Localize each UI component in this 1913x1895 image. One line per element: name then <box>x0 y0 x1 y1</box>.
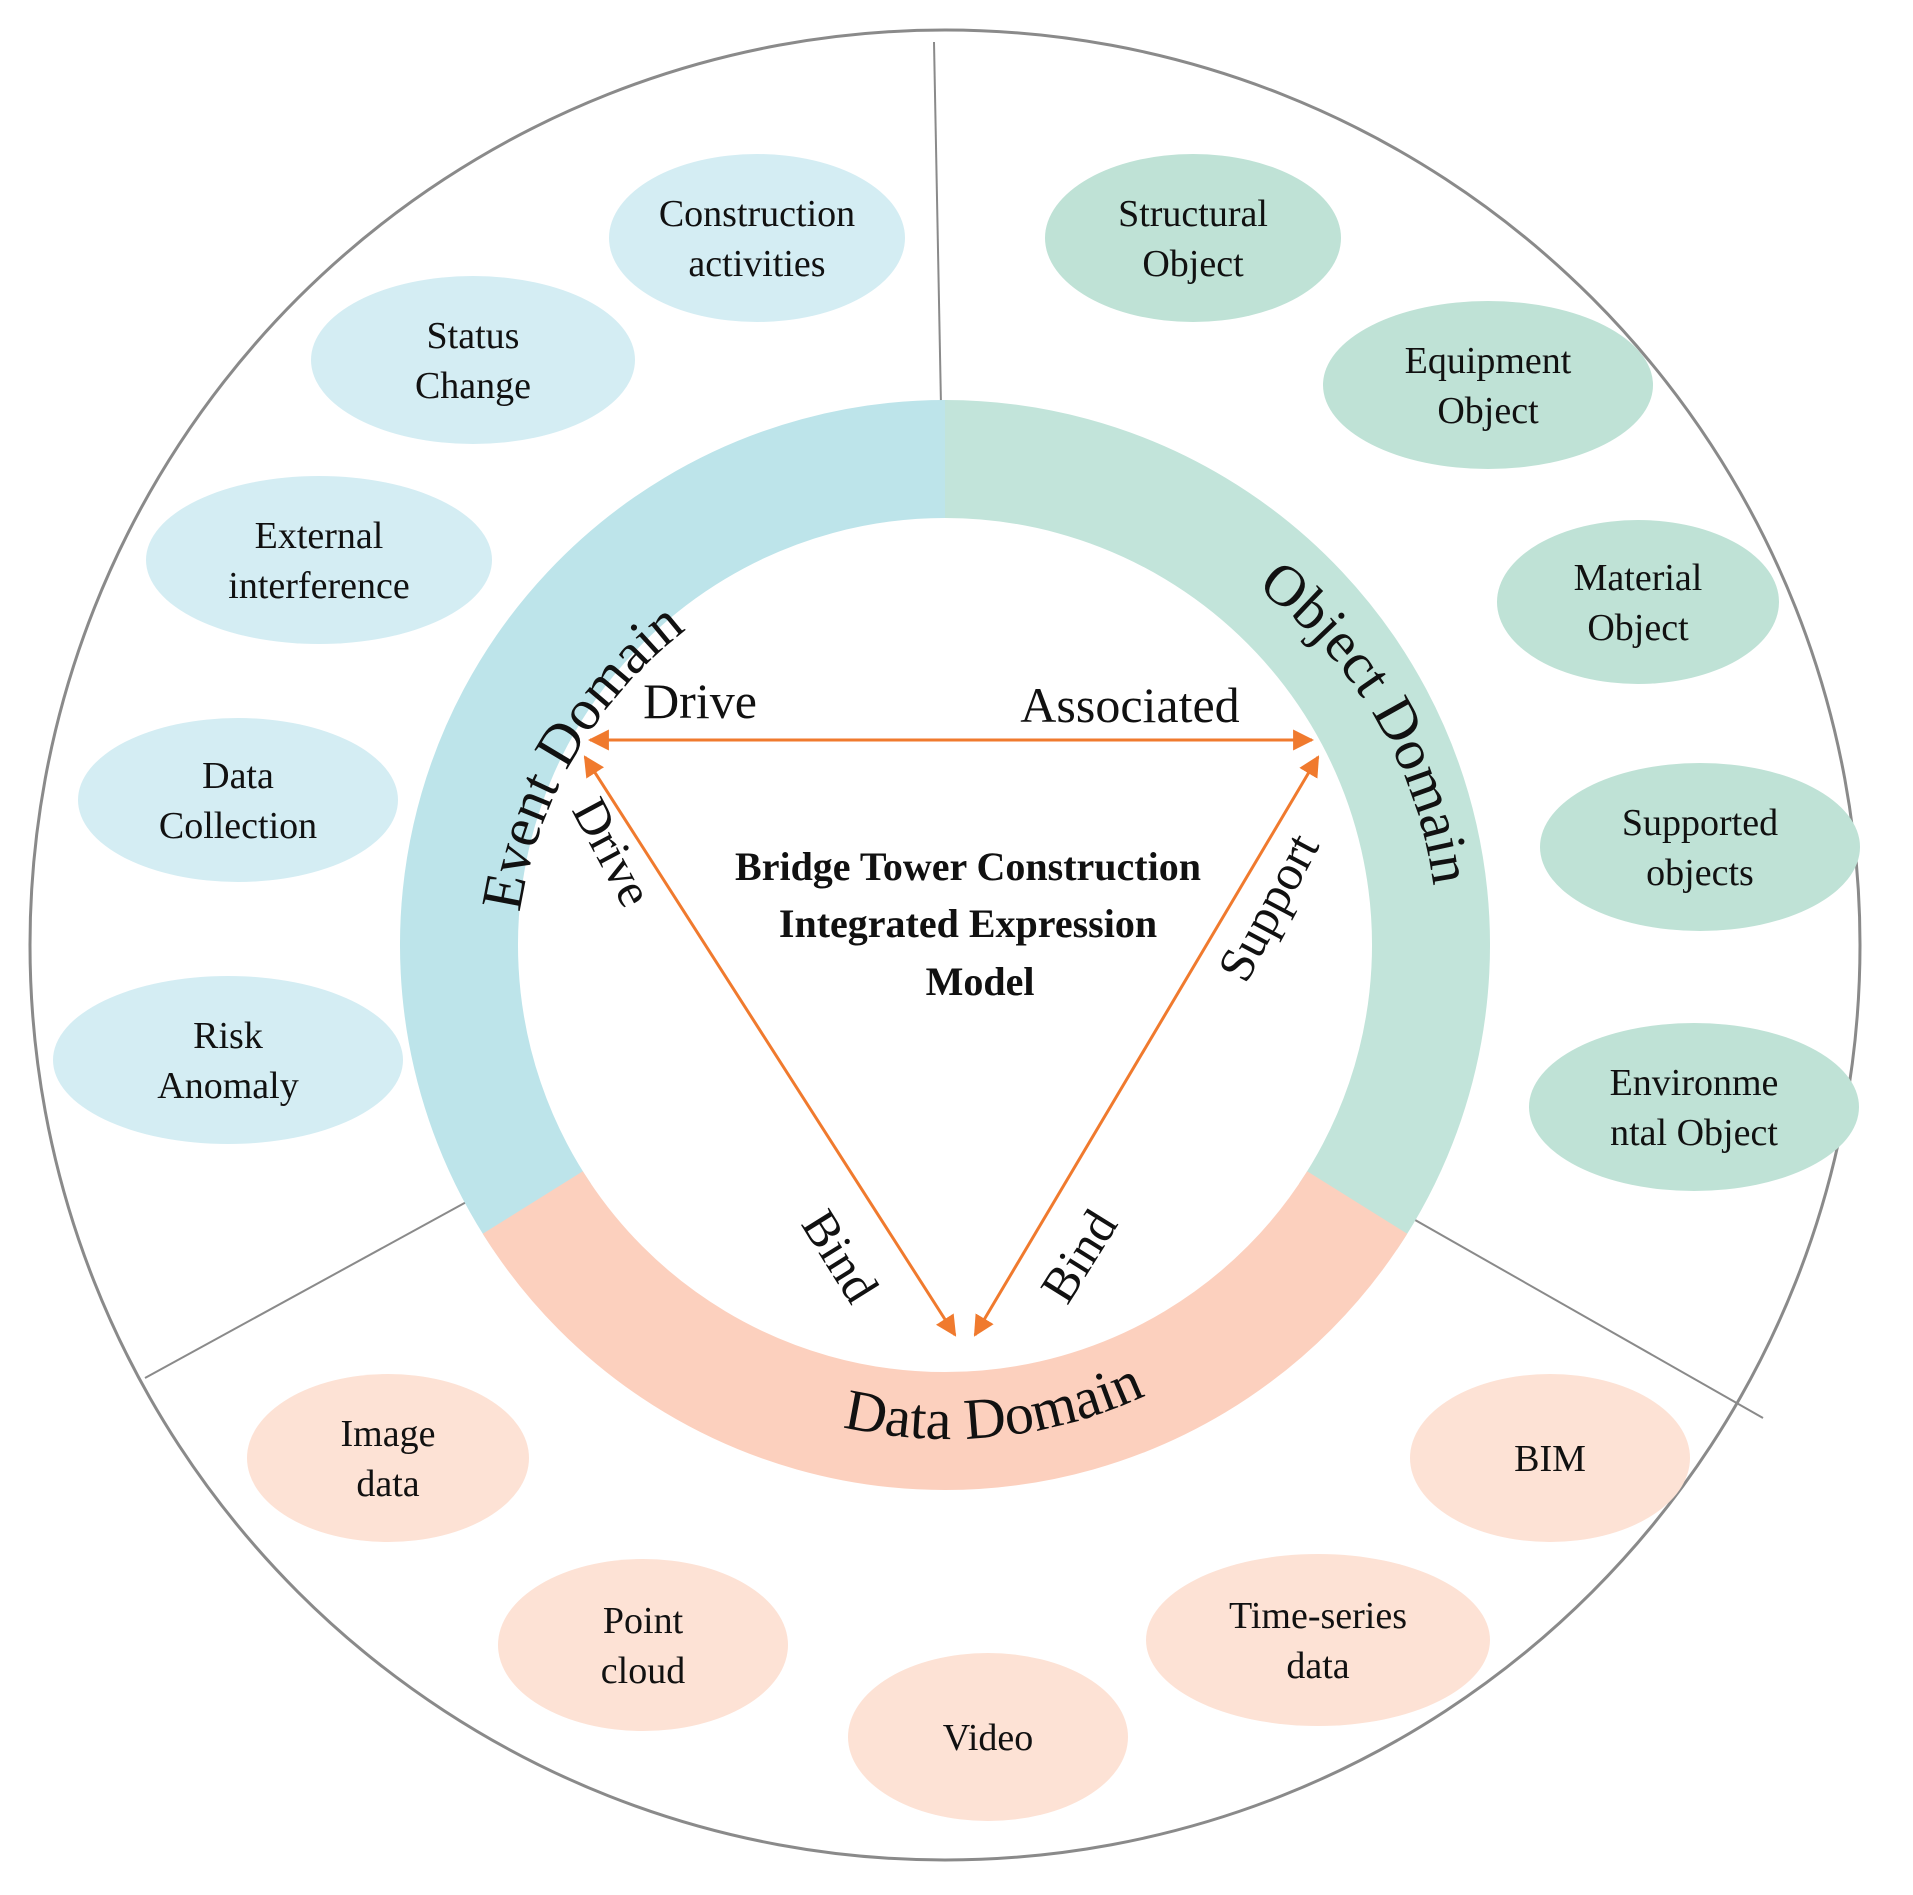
center-title-line: Bridge Tower Construction <box>735 844 1201 889</box>
object-item-label-line: Equipment <box>1405 340 1572 382</box>
data-item-label: Video <box>943 1717 1034 1759</box>
relation-label-associated: Associated <box>1020 677 1239 733</box>
object-item-label-line: objects <box>1646 852 1754 894</box>
data-item-label-line: BIM <box>1514 1438 1586 1480</box>
event-item-bubble <box>609 154 905 322</box>
data-item-label-line: Time-series <box>1229 1595 1407 1637</box>
data-item-bubble <box>1146 1554 1490 1726</box>
event-item-label-line: Anomaly <box>157 1065 298 1107</box>
center-title-line: Model <box>926 959 1035 1004</box>
data-item-label-line: cloud <box>601 1650 685 1692</box>
event-item-label-line: Change <box>415 365 531 407</box>
event-item-label-line: Collection <box>159 805 317 847</box>
data-item-label-line: data <box>1286 1645 1349 1687</box>
data-item: BIM <box>1410 1374 1690 1542</box>
arrow-event-data <box>583 755 957 1337</box>
data-item-label-line: data <box>356 1463 419 1505</box>
event-item: Construction activities <box>609 154 905 322</box>
data-item-label-line: Video <box>943 1717 1034 1759</box>
object-item-label: Supported objects <box>1622 802 1778 894</box>
object-item-label-line: Environme <box>1610 1062 1779 1104</box>
event-item-label-line: Construction <box>659 193 855 235</box>
data-item: Video <box>848 1653 1128 1821</box>
center-title: Bridge Tower Construction Integrated Exp… <box>735 844 1211 1004</box>
data-item-label: Point cloud <box>601 1600 685 1692</box>
event-item-label-line: Risk <box>193 1015 263 1057</box>
event-item-bubble <box>53 976 403 1144</box>
object-item-label: Environme ntal Object <box>1610 1062 1779 1154</box>
event-item-label-line: External <box>255 515 384 557</box>
relation-label-drive-top: Drive <box>643 673 757 729</box>
data-item: Image data <box>247 1374 529 1542</box>
data-item-label-line: Point <box>603 1600 684 1642</box>
data-item-bubble <box>498 1559 788 1731</box>
event-item-bubble <box>78 718 398 882</box>
event-item-label-line: Status <box>427 315 520 357</box>
event-item-label-line: Data <box>202 755 274 797</box>
object-item-bubble <box>1529 1023 1859 1191</box>
object-item-bubble <box>1323 301 1653 469</box>
event-item-label-line: interference <box>228 565 409 607</box>
center-title-line: Integrated Expression <box>779 901 1157 946</box>
data-item-label: BIM <box>1514 1438 1586 1480</box>
data-item-bubble <box>848 1653 1128 1821</box>
object-item-bubble <box>1540 763 1860 931</box>
object-item-label-line: Object <box>1142 243 1244 285</box>
event-item: External interference <box>146 476 492 644</box>
event-item-bubble <box>311 276 635 444</box>
data-item-label: Image data <box>341 1413 436 1505</box>
arrow-object-data <box>973 755 1320 1337</box>
data-item: Point cloud <box>498 1559 788 1731</box>
data-item-label: Time-series data <box>1229 1595 1407 1687</box>
object-item-label-line: Material <box>1574 557 1703 599</box>
data-item: Time-series data <box>1146 1554 1490 1726</box>
event-domain-ring <box>400 400 946 1250</box>
event-item-label: External interference <box>228 515 409 607</box>
object-item-bubble <box>1045 154 1341 322</box>
data-item-label-line: Image <box>341 1413 436 1455</box>
object-item-label-line: Object <box>1587 607 1689 649</box>
object-item: Supported objects <box>1540 763 1860 931</box>
object-domain-ring <box>944 400 1490 1250</box>
object-item-label-line: Object <box>1437 390 1539 432</box>
object-item-label-line: Supported <box>1622 802 1778 844</box>
data-item-bubble <box>1410 1374 1690 1542</box>
event-item-label: Construction activities <box>659 193 855 285</box>
data-item-bubble <box>247 1374 529 1542</box>
object-item-label-line: Structural <box>1118 193 1268 235</box>
object-item: Environme ntal Object <box>1529 1023 1859 1191</box>
divider-lower-right <box>1379 1199 1764 1419</box>
event-item-label-line: activities <box>688 243 825 285</box>
object-item-label-line: ntal Object <box>1610 1112 1778 1154</box>
divider-lower-left <box>144 1199 471 1379</box>
object-item-bubble <box>1497 520 1779 684</box>
event-item-bubble <box>146 476 492 644</box>
